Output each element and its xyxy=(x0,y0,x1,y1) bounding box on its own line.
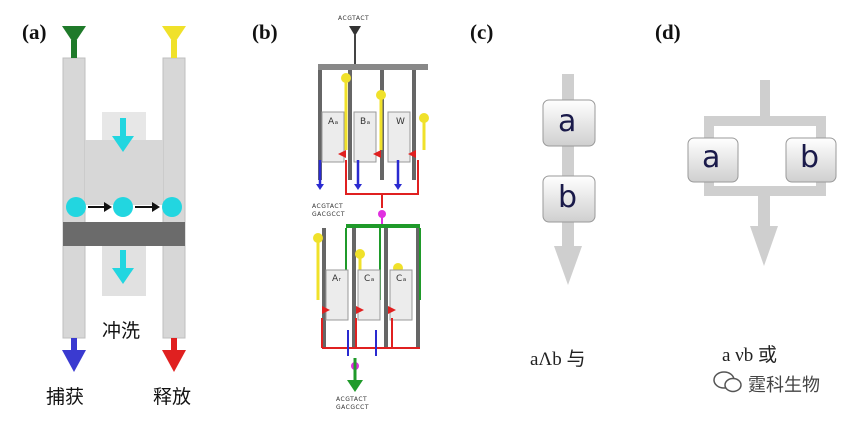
b-top-letter-2: Bₐ xyxy=(360,117,371,127)
b-bot-letter-3: Cₐ xyxy=(396,274,407,284)
panel-d-label: (d) xyxy=(655,20,681,44)
b-bot-sequence: ACGTACT GACGCCT xyxy=(336,396,370,411)
panel-a-label: (a) xyxy=(22,20,47,44)
b-top-letter-1: Aₐ xyxy=(328,117,339,127)
b-mid-sequence: ACGTACT GACGCCT xyxy=(312,203,346,218)
d-caption: a νb 或 xyxy=(722,345,778,366)
d-box-b-label: b xyxy=(800,140,820,175)
b-bot-letter-2: Cₐ xyxy=(364,274,375,284)
d-box-a-label: a xyxy=(702,140,721,175)
panel-c-label: (c) xyxy=(470,20,494,44)
b-top-letter-3: W xyxy=(396,117,406,127)
panel-b-label: (b) xyxy=(252,20,278,44)
c-box-a-label: a xyxy=(558,104,577,139)
wash-label: 冲洗 xyxy=(102,320,141,342)
c-box-b-label: b xyxy=(558,180,578,215)
b-top-sequence: ACGTACT xyxy=(338,15,370,22)
b-bot-letter-1: Aᵣ xyxy=(332,274,342,284)
c-caption: aΛb 与 xyxy=(530,349,586,370)
watermark-text: 霆科生物 xyxy=(748,375,820,396)
capture-label: 捕获 xyxy=(46,386,85,408)
release-label: 释放 xyxy=(153,386,192,408)
